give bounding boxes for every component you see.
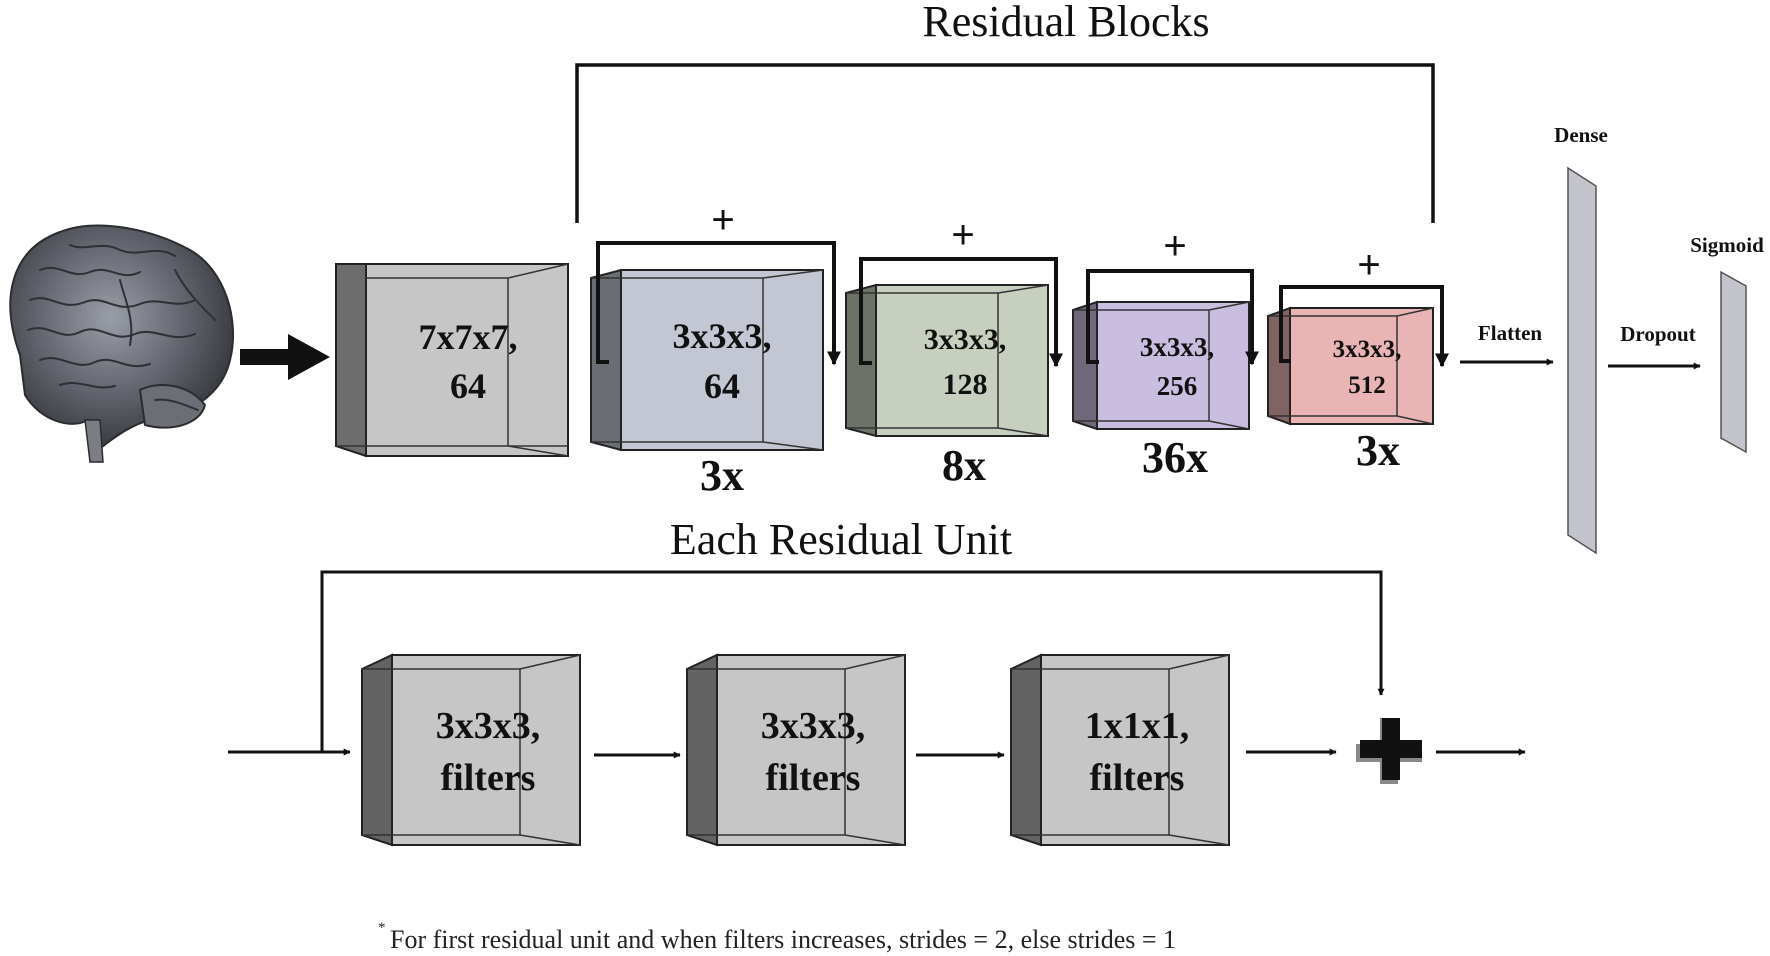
input-arrow: [240, 334, 330, 380]
unit-skip-connection: [320, 570, 1385, 752]
block1-plus: +: [711, 198, 734, 242]
unit-box1-line1: 3x3x3,: [436, 705, 541, 747]
block3-plus: +: [1163, 224, 1186, 268]
block1-cube: [590, 268, 824, 452]
block4-plus: +: [1357, 243, 1380, 287]
block2-cube: [845, 283, 1049, 438]
sigmoid-layer: [1720, 270, 1747, 454]
block3-cube: [1072, 300, 1250, 431]
block2-label-line2: 128: [943, 368, 988, 401]
unit-box1-line2: filters: [441, 757, 536, 799]
stem-label-line2: 64: [450, 366, 486, 406]
plus-icon: [1356, 718, 1422, 784]
dropout-label: Dropout: [1620, 322, 1695, 346]
stem-cube-shape: [335, 263, 569, 458]
unit-box2-line2: filters: [766, 757, 861, 799]
block3-skip-connection: [1086, 269, 1259, 366]
block4-label-line1: 3x3x3,: [1333, 336, 1402, 363]
block2-label-line1: 3x3x3,: [924, 323, 1007, 356]
residual-blocks-bracket: [575, 63, 1435, 223]
unit-box3-line1: 1x1x1,: [1085, 705, 1190, 747]
block3-label-line2: 256: [1157, 371, 1198, 401]
residual-blocks-title: Residual Blocks: [922, 0, 1209, 46]
flatten-label: Flatten: [1478, 321, 1542, 345]
stem-conv-cube: [335, 263, 569, 458]
block1-label-line1: 3x3x3,: [673, 316, 772, 356]
block2-plus: +: [951, 213, 974, 257]
unit-box3-cube: [1010, 653, 1230, 847]
block3-multiplier: 36x: [1142, 433, 1208, 482]
unit-conv-cubes: [361, 653, 1230, 847]
unit-box2-cube: [686, 653, 906, 847]
block3-label-line1: 3x3x3,: [1140, 332, 1214, 362]
each-residual-unit-title: Each Residual Unit: [670, 515, 1012, 564]
residual-block-cubes: [590, 268, 1434, 452]
stem-label-line1: 7x7x7,: [419, 317, 518, 357]
block1-multiplier: 3x: [700, 451, 744, 500]
block1-label-line2: 64: [704, 366, 740, 406]
unit-box2-line1: 3x3x3,: [761, 705, 866, 747]
block2-multiplier: 8x: [942, 441, 986, 490]
brain-icon: [9, 224, 234, 463]
block4-skip-connection: [1279, 285, 1449, 368]
block4-cube: [1267, 306, 1434, 426]
block4-label-line2: 512: [1348, 372, 1386, 399]
dense-layer: [1567, 166, 1597, 555]
block2-skip-connection: [859, 257, 1063, 368]
footnote-marker: *: [378, 920, 386, 936]
unit-box1-cube: [361, 653, 581, 847]
block1-skip-connection: [596, 241, 841, 366]
sigmoid-label: Sigmoid: [1690, 233, 1764, 257]
dense-label: Dense: [1554, 123, 1608, 147]
block4-multiplier: 3x: [1356, 426, 1400, 475]
footnote-text: For first residual unit and when filters…: [390, 925, 1176, 954]
unit-box3-line2: filters: [1090, 757, 1185, 799]
